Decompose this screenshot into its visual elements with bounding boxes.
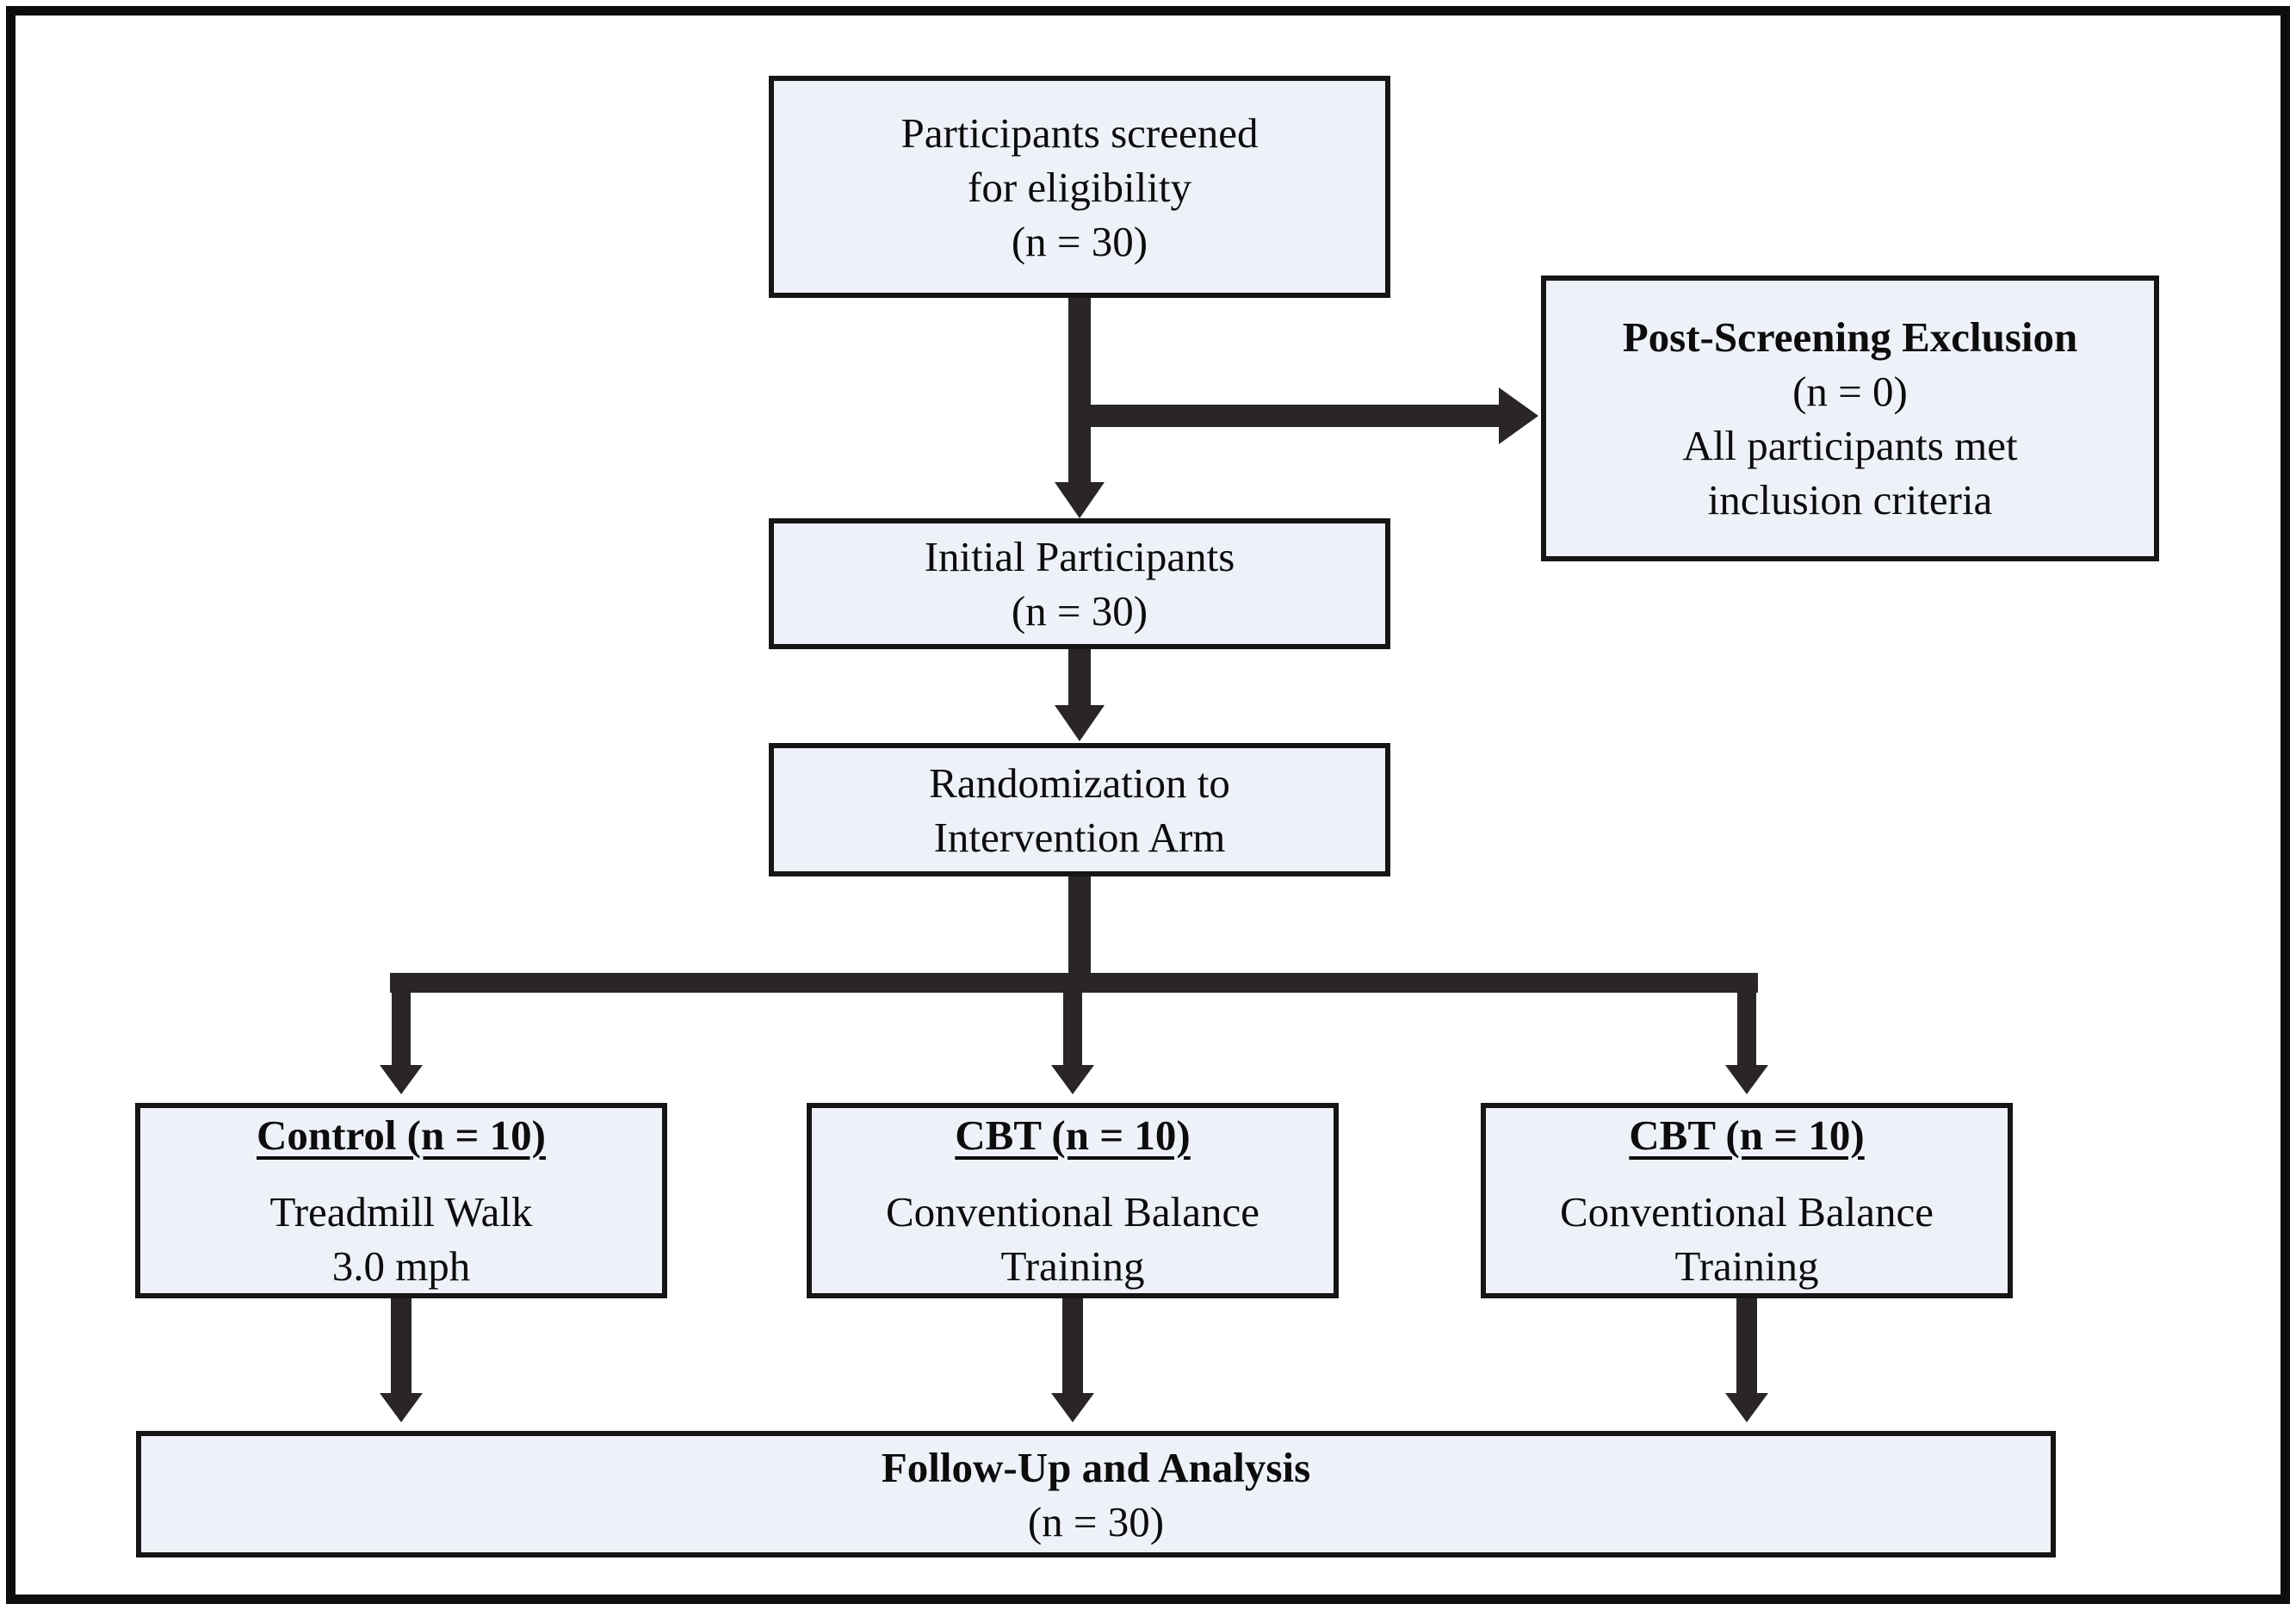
arrow-bar-to-control-shaft [392, 993, 411, 1065]
arrow-randomization-to-bar-shaft [1068, 876, 1091, 973]
node-text-line: All participants met [1682, 422, 2018, 469]
node-text-line: (n = 30) [1011, 217, 1148, 265]
node-control-arm: Control (n = 10) Treadmill Walk 3.0 mph [135, 1103, 667, 1298]
node-heading: Follow-Up and Analysis [881, 1443, 1311, 1491]
arrow-screened-to-initial-head [1055, 482, 1105, 518]
node-participants-screened: Participants screened for eligibility (n… [769, 76, 1390, 298]
arrow-control-to-followup-shaft [391, 1298, 412, 1393]
node-post-screening-exclusion: Post-Screening Exclusion (n = 0) All par… [1541, 276, 2159, 561]
arrow-bar-to-cbt-right-shaft [1737, 993, 1756, 1065]
node-cbt-middle-arm: CBT (n = 10) Conventional Balance Traini… [807, 1103, 1339, 1298]
node-text-line: Training [1000, 1242, 1145, 1290]
arrow-bar-to-cbt-middle-head [1051, 1065, 1094, 1094]
node-text-line: Conventional Balance [1559, 1188, 1934, 1235]
node-text-line: Intervention Arm [933, 813, 1226, 861]
node-text-line: Treadmill Walk [269, 1188, 533, 1235]
node-text-line: Randomization to [929, 759, 1230, 807]
arrow-bar-to-control-head [380, 1065, 423, 1094]
arrow-bar-to-cbt-middle-shaft [1063, 993, 1082, 1065]
branch-bar [390, 973, 1758, 993]
node-heading: CBT (n = 10) [955, 1112, 1191, 1159]
node-randomization: Randomization to Intervention Arm [769, 743, 1390, 876]
arrow-to-exclusion-shaft [1068, 405, 1499, 427]
node-text-line: 3.0 mph [331, 1242, 471, 1290]
arrow-control-to-followup-head [380, 1393, 423, 1422]
node-text-line: Participants screened [900, 108, 1259, 157]
node-text-line: Initial Participants [924, 533, 1235, 580]
node-title: Post-Screening Exclusion [1622, 313, 2078, 361]
diagram-outer-frame [6, 6, 2290, 1604]
node-text-line: Conventional Balance [885, 1188, 1260, 1235]
node-heading: Control (n = 10) [257, 1112, 546, 1159]
arrow-screened-to-initial-shaft [1068, 298, 1091, 482]
node-text-line: (n = 30) [1011, 587, 1148, 635]
arrow-cbt-middle-to-followup-shaft [1062, 1298, 1083, 1393]
node-text-line: (n = 0) [1792, 368, 1908, 415]
arrow-cbt-right-to-followup-shaft [1736, 1298, 1757, 1393]
node-text-line: inclusion criteria [1707, 476, 1993, 523]
arrow-cbt-middle-to-followup-head [1051, 1393, 1094, 1422]
node-cbt-right-arm: CBT (n = 10) Conventional Balance Traini… [1481, 1103, 2013, 1298]
node-text-line: Training [1674, 1242, 1819, 1290]
node-text-line: (n = 30) [1027, 1497, 1165, 1545]
arrow-initial-to-randomization-head [1055, 705, 1105, 741]
arrow-to-exclusion-head [1499, 387, 1538, 444]
node-text-line: for eligibility [968, 163, 1191, 211]
arrow-bar-to-cbt-right-head [1725, 1065, 1768, 1094]
node-followup-analysis: Follow-Up and Analysis (n = 30) [136, 1431, 2056, 1557]
arrow-cbt-right-to-followup-head [1725, 1393, 1768, 1422]
node-initial-participants: Initial Participants (n = 30) [769, 518, 1390, 649]
arrow-initial-to-randomization-shaft [1068, 649, 1091, 705]
node-heading: CBT (n = 10) [1629, 1112, 1865, 1159]
